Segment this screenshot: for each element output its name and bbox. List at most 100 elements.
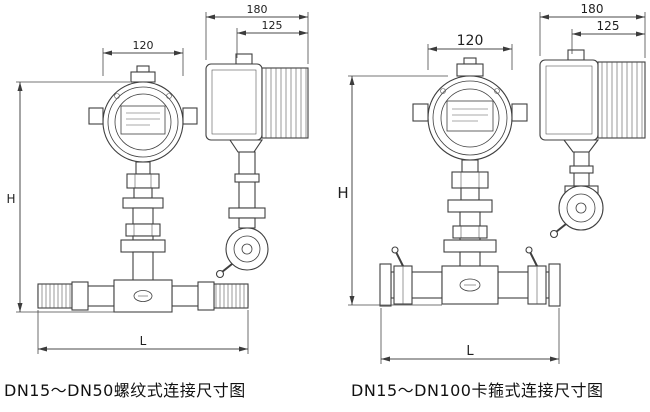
right-coupler [452, 225, 488, 239]
left-dim-180: 180 [205, 3, 309, 64]
right-bezel-screw-2 [494, 88, 500, 94]
right-neck [461, 159, 479, 173]
right-union-nut [451, 171, 489, 189]
right-sv-taper [562, 139, 600, 153]
right-pipe-clamp [379, 246, 561, 307]
left-sv-ribbed-cover [261, 67, 309, 139]
right-dim-120: 120 [427, 33, 513, 70]
left-thread-hatch-1 [41, 284, 71, 308]
left-dim-label-125: 125 [262, 19, 283, 32]
left-sv-wing-bolt-knob [215, 269, 225, 279]
left-stem [133, 187, 153, 199]
right-dim-125: 125 [571, 19, 645, 54]
right-sv-housing-panel [545, 65, 593, 135]
right-sv-rib-fins [601, 62, 643, 138]
left-flange-lower [120, 239, 166, 253]
left-lcd-display [120, 105, 166, 135]
right-coupler-facets [460, 226, 480, 238]
left-bezel-screw-2 [166, 93, 172, 99]
right-dim-label-125: 125 [597, 19, 620, 33]
right-sv-wing-bolt-arm [555, 223, 567, 233]
right-cable-gland [412, 103, 429, 122]
right-top-cap-small [463, 57, 477, 65]
right-stem-2 [459, 211, 481, 227]
right-sv-clamp-ring [558, 185, 604, 231]
right-dim-180: 180 [539, 2, 646, 58]
right-dim-label-120: 120 [457, 33, 484, 49]
right-sv-wing-bolt-knob [549, 229, 559, 239]
right-gauge-head [412, 57, 528, 161]
left-cable-gland-2 [182, 107, 198, 125]
right-sv-stem-ring [569, 165, 594, 174]
left-thread-end-2 [213, 283, 249, 309]
right-dim-label-H: H [337, 184, 348, 202]
left-union-nut [126, 173, 160, 189]
left-stem-2 [132, 207, 154, 225]
right-sv-conduit [567, 49, 585, 61]
right-flange-lower [443, 239, 497, 253]
right-dim-label-L: L [466, 344, 474, 359]
left-sv-rib-fins [265, 68, 307, 138]
right-drawing-caption: DN15～DN100卡箍式连接尺寸图 [351, 381, 604, 400]
right-top-cap [456, 63, 484, 77]
right-meter-body [443, 159, 497, 273]
flowmeter-dimension-diagram: 120 180 125 H [6, 2, 646, 364]
right-ferrule-1 [379, 263, 392, 307]
left-sv-clamp-hub [241, 243, 253, 255]
left-sv-flange [228, 207, 266, 219]
left-drawing: 120 180 125 H [6, 3, 309, 354]
right-sv-clamp-hub [575, 202, 587, 214]
left-dim-label-180: 180 [247, 3, 268, 16]
left-sv-wing-bolt-arm [221, 263, 233, 273]
left-sv-conduit [235, 53, 253, 65]
right-clamp-bolt-arm-1 [395, 251, 404, 267]
right-lcd-display [446, 100, 494, 132]
left-sv-taper [228, 139, 264, 153]
left-sv-housing-panel [211, 69, 257, 135]
right-bezel-screw-1 [440, 88, 446, 94]
right-flange-upper [447, 199, 493, 213]
left-top-cap-small [136, 65, 150, 73]
right-ferrule-2 [548, 263, 561, 307]
left-dim-125: 125 [236, 19, 308, 58]
left-union-nut-facets [134, 174, 152, 188]
left-dim-L: L [37, 310, 249, 354]
right-brand-plate [459, 278, 481, 292]
left-neck [135, 161, 151, 175]
left-top-cap [130, 71, 156, 83]
right-sv-ribbed-cover [597, 61, 646, 139]
left-brand-plate [133, 290, 153, 302]
left-sv-neck [238, 217, 256, 229]
right-clamp-bolt-arm-2 [529, 251, 538, 267]
left-dim-label-H: H [6, 192, 15, 206]
left-dim-label-L: L [140, 334, 147, 348]
right-sv-housing [539, 59, 599, 141]
right-dim-H: H [337, 75, 448, 306]
left-meter-body [120, 161, 166, 287]
right-clamp-bolt-knob-2 [525, 246, 533, 254]
left-thread-hatch-2 [215, 284, 245, 308]
right-gauge-mid-ring [432, 80, 508, 156]
right-cable-gland-2 [511, 103, 528, 122]
left-thread-end-1 [37, 283, 73, 309]
right-sv-clamp-inner [566, 193, 596, 223]
left-cable-gland [88, 107, 104, 125]
left-dim-H: H [6, 81, 172, 313]
left-gauge-head [88, 65, 198, 163]
left-bezel-screw-1 [114, 93, 120, 99]
left-drawing-caption: DN15～DN50螺纹式连接尺寸图 [4, 381, 246, 400]
left-sv-housing [205, 63, 263, 141]
left-lcd-text-lines [126, 112, 160, 126]
left-coupler-facets [133, 224, 153, 236]
left-dim-120: 120 [102, 39, 184, 76]
right-stem [460, 187, 480, 201]
left-flange-upper [122, 197, 164, 209]
right-clamp-bolt-knob-1 [391, 246, 399, 254]
left-sv-stem-ring [234, 173, 260, 183]
right-dim-L: L [380, 308, 560, 364]
left-side-view [205, 53, 309, 279]
right-lcd-text-lines [452, 108, 488, 122]
left-dim-label-120: 120 [133, 39, 154, 52]
left-stem-3 [132, 235, 154, 241]
